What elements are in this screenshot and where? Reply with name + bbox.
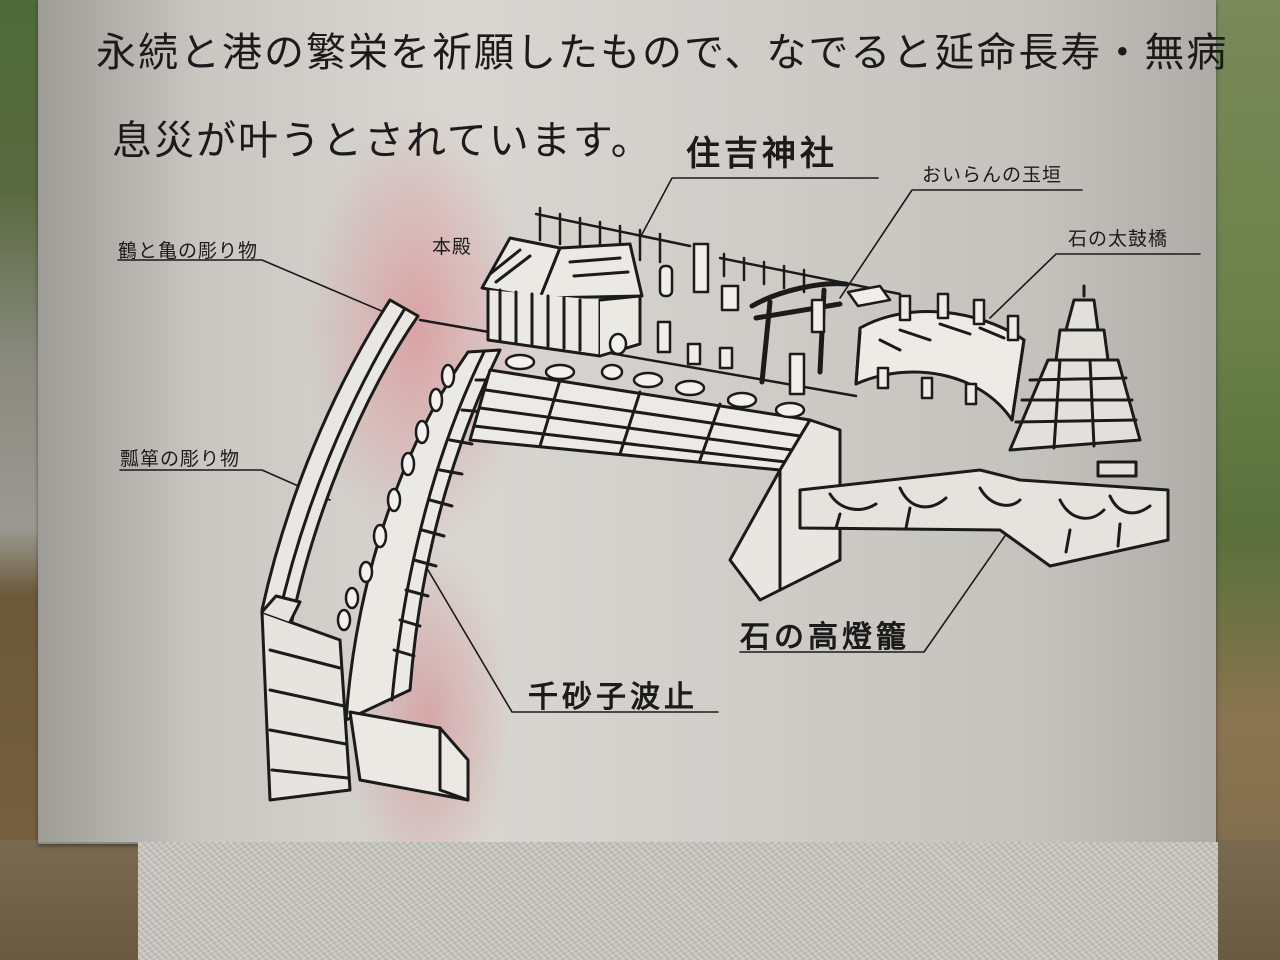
bollards	[336, 363, 456, 632]
leader-taikobashi	[989, 253, 1201, 319]
label-hyotan: 瓢箪の彫り物	[120, 448, 241, 470]
label-tsuru-kame: 鶴と亀の彫り物	[118, 240, 259, 262]
stone-block	[348, 710, 470, 802]
leader-takatoro	[739, 499, 1031, 653]
label-stone-taikobashi: 石の太鼓橋	[1068, 228, 1169, 250]
body-text-line-2: 息災が叶うとされています。	[112, 118, 653, 164]
stone-lantern	[1008, 284, 1142, 478]
label-stone-takatoro: 石の高燈籠	[740, 620, 910, 655]
label-chisago-hato: 千砂子波止	[528, 680, 698, 715]
stone-posts	[656, 242, 892, 396]
leader-oiran	[839, 189, 1083, 299]
leader-tsuru	[117, 259, 399, 319]
title-sumiyoshi-shrine: 住吉神社	[686, 134, 838, 174]
body-text-line-1: 永続と港の繁栄を祈願したもので、なでると延命長寿・無病	[96, 30, 1229, 76]
leader-lines	[117, 177, 1201, 713]
breakwater-inner	[344, 348, 502, 722]
leader-title	[639, 177, 879, 239]
granite-base	[138, 842, 1218, 960]
brick-plaza	[468, 368, 812, 472]
label-oiran-tamagaki: おいらんの玉垣	[922, 164, 1063, 186]
arc-end-tower	[260, 594, 352, 802]
stone-embankment	[798, 468, 1170, 568]
leader-chisago	[427, 569, 719, 713]
quay-wall	[728, 418, 842, 602]
label-honden: 本殿	[432, 236, 473, 258]
stepping-stones	[504, 332, 806, 419]
stone-arch-bridge	[854, 292, 1026, 422]
